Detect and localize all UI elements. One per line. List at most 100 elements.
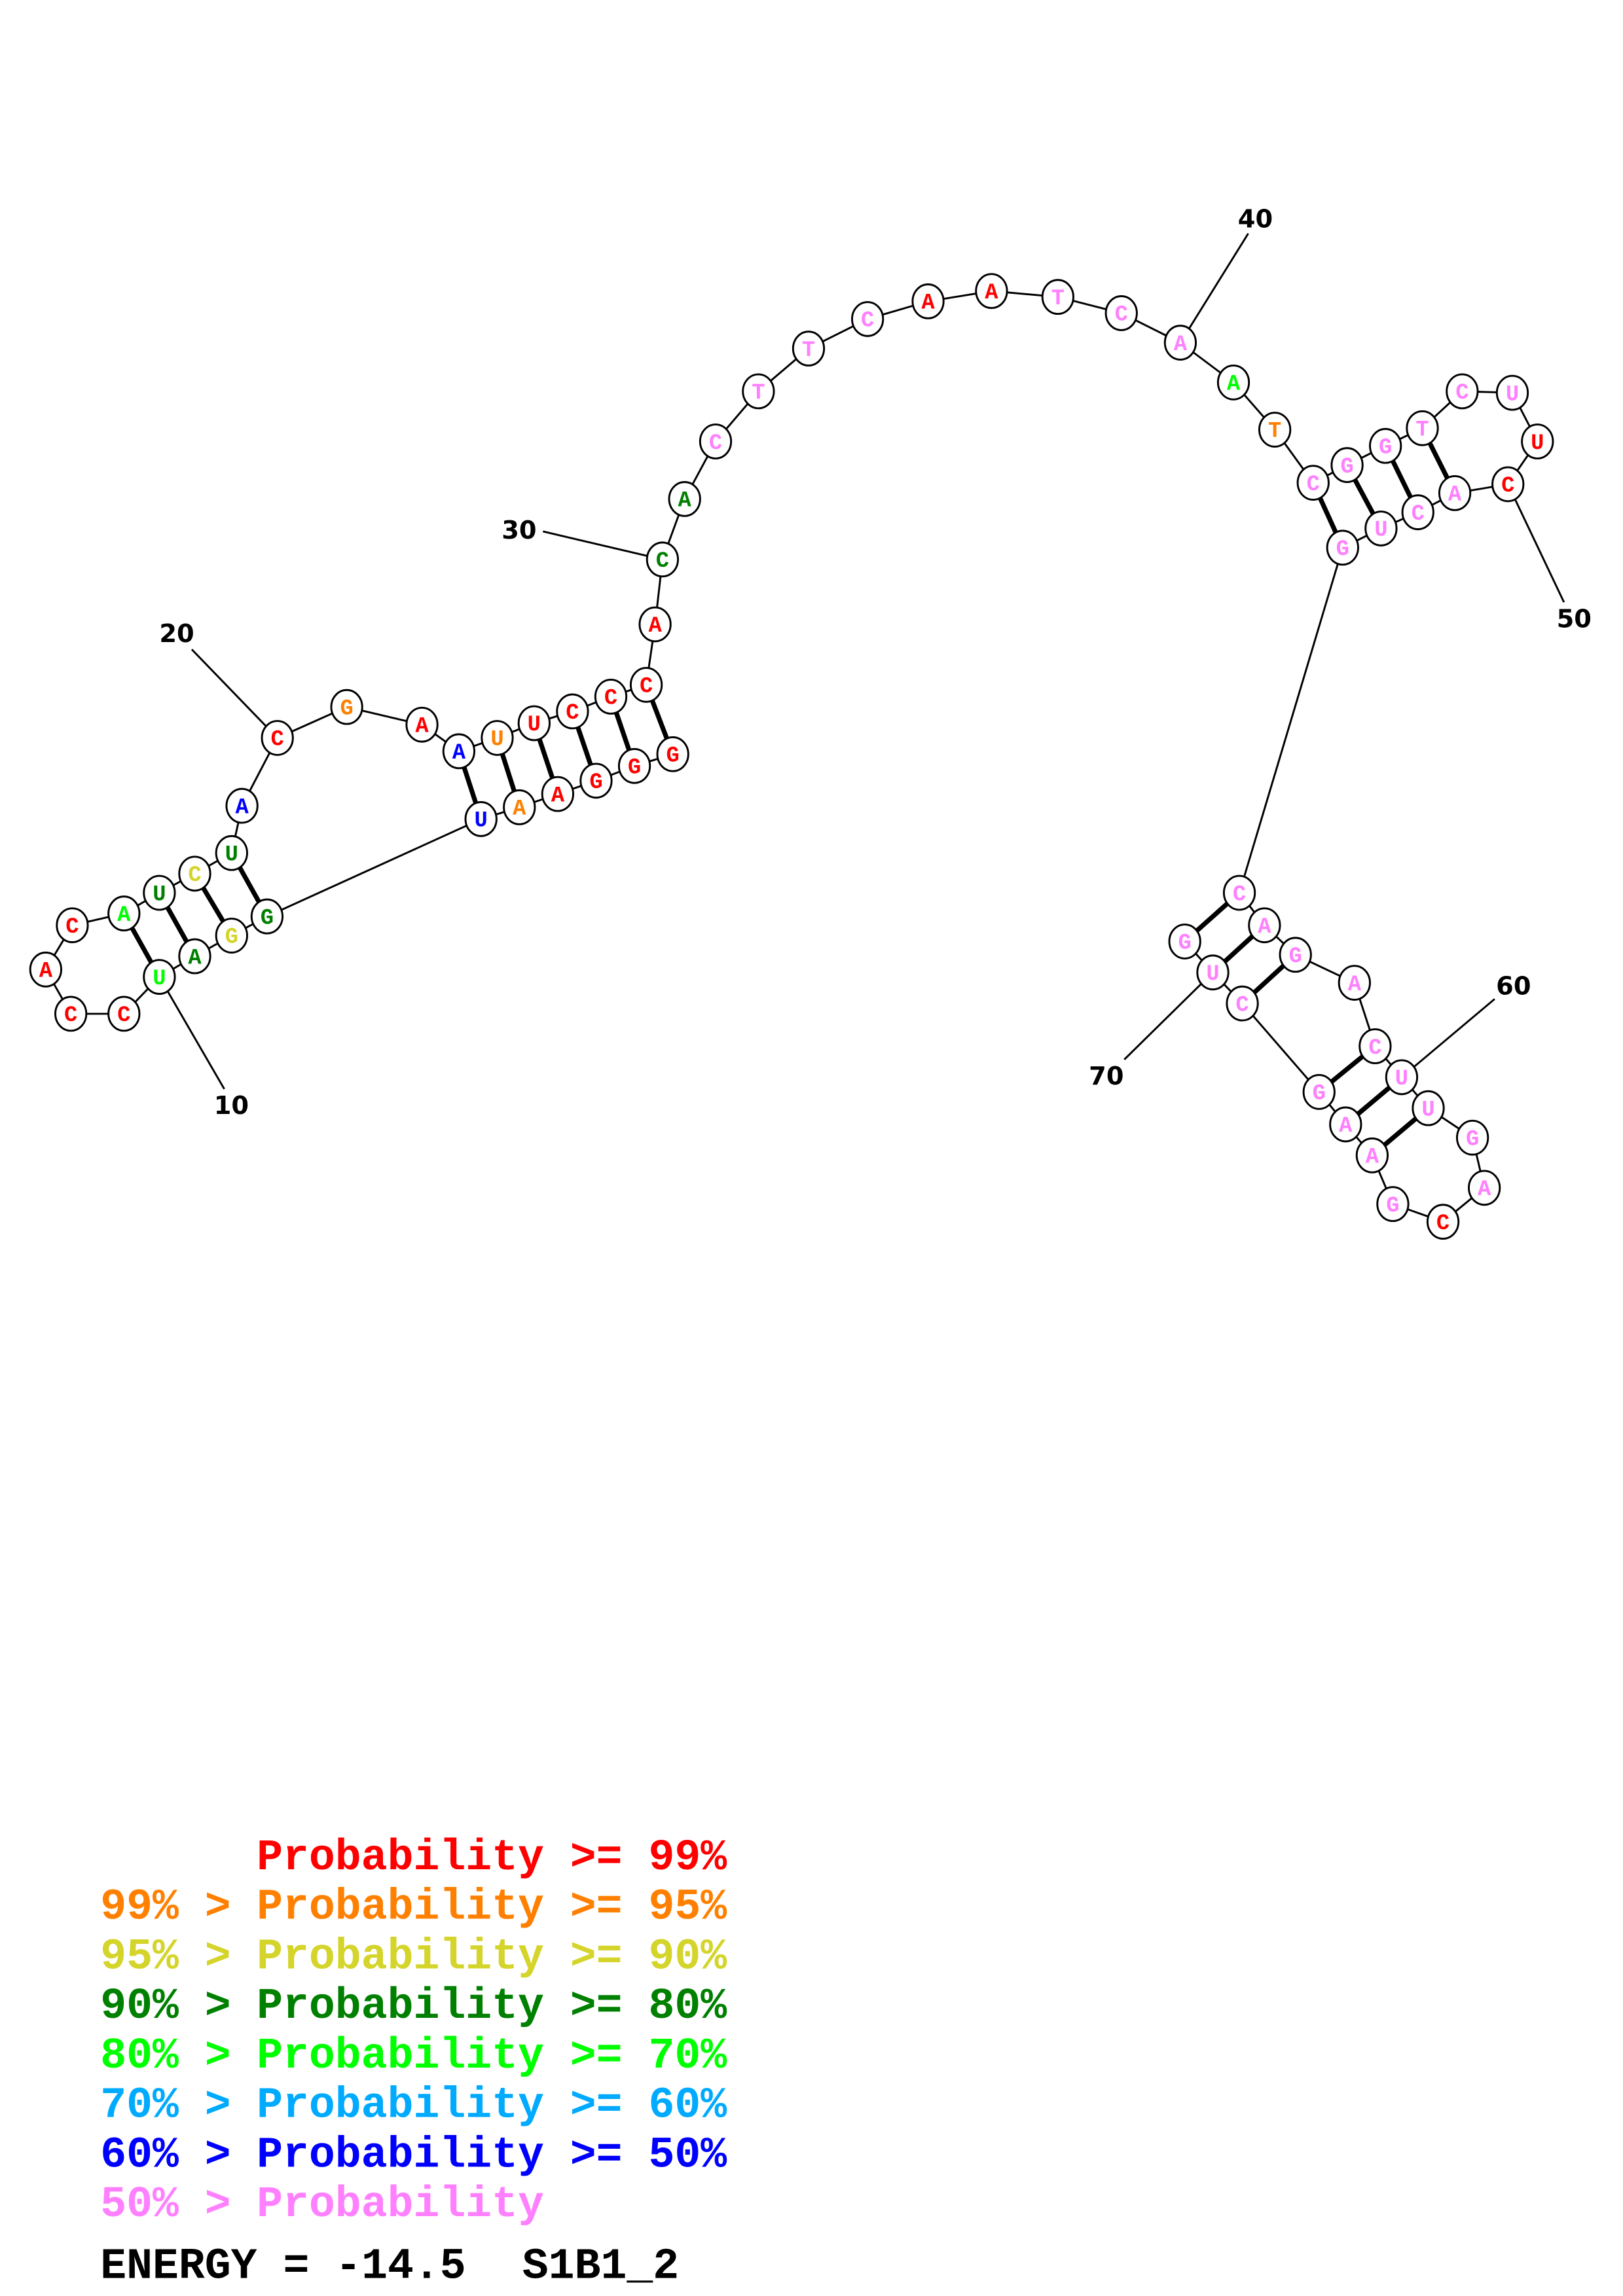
nucleotide-circle [1279, 937, 1312, 973]
nucleotide-circle [579, 762, 613, 799]
nucleotide-base: G [261, 906, 274, 931]
label-tick-line [543, 530, 663, 561]
nucleotide-circle [1258, 412, 1292, 448]
nucleotide-circle [1302, 1073, 1336, 1110]
nucleotide: A [1216, 364, 1250, 401]
nucleotide: A [405, 706, 439, 743]
backbone-link [1238, 547, 1344, 893]
nucleotide-base: U [1206, 962, 1219, 987]
nucleotide-base: U [153, 882, 166, 907]
nucleotide-base: G [589, 770, 602, 795]
nucleotide: G [250, 898, 284, 935]
nucleotide: G [1369, 427, 1402, 464]
label-tick-line [1401, 998, 1495, 1078]
nucleotide: C [1226, 985, 1259, 1022]
nucleotide-circle [1426, 1204, 1460, 1240]
label-tick-line [158, 976, 225, 1090]
nucleotide: C [1222, 874, 1256, 911]
nucleotide-base: C [656, 549, 669, 574]
nucleotide: C [629, 666, 663, 703]
nucleotide: C [1401, 494, 1434, 531]
nucleotide: G [1456, 1119, 1489, 1156]
nucleotide: G [1302, 1073, 1336, 1110]
nucleotide-circle [250, 898, 284, 935]
nucleotide-circle [1355, 1137, 1389, 1174]
nucleotide-circle [261, 720, 294, 756]
nucleotide-base: G [1340, 455, 1353, 480]
nucleotide-circle [1041, 279, 1074, 315]
nucleotide-base: A [985, 281, 998, 306]
nucleotide-base: G [1466, 1127, 1479, 1152]
legend-entry: Probability [257, 2180, 544, 2229]
nucleotide: C [1426, 1204, 1460, 1240]
nucleotide-circle [1329, 1106, 1362, 1143]
nucleotide-base: A [678, 489, 692, 514]
nucleotide: G [1330, 447, 1364, 483]
nucleotide: A [911, 283, 945, 319]
nucleotide: A [1338, 965, 1371, 1001]
nucleotide: T [1406, 410, 1439, 446]
nucleotide-base: C [1307, 473, 1320, 497]
nucleotide: A [178, 938, 211, 975]
nucleotide: C [646, 541, 680, 578]
legend-entry: Probability >= 90% [257, 1932, 727, 1981]
nucleotide-base: U [1531, 431, 1544, 456]
backbone-link [1241, 1003, 1320, 1093]
number-label-ticks [158, 232, 1565, 1090]
nucleotide: T [1041, 279, 1074, 315]
nucleotide: G [1279, 937, 1312, 973]
nucleotide-circle [668, 481, 701, 517]
nucleotide: U [481, 720, 514, 756]
nucleotide-circle [481, 720, 514, 756]
nucleotide-base: U [1374, 518, 1387, 543]
nucleotide: U [1385, 1059, 1419, 1096]
position-label: 20 [159, 619, 194, 649]
nucleotide: T [792, 331, 826, 367]
nucleotide: A [1438, 475, 1472, 511]
nucleotide-base: C [1455, 381, 1468, 406]
nucleotide-base: C [861, 309, 874, 334]
nucleotide-circle [1338, 965, 1371, 1001]
nucleotide-base: C [1115, 303, 1128, 328]
nucleotide-base: G [666, 744, 680, 769]
nucleotide-circle [215, 834, 248, 871]
nucleotide: U [1412, 1090, 1445, 1126]
nucleotide: U [517, 705, 551, 742]
nucleotide-base: A [1227, 372, 1241, 397]
nucleotide-base: C [1412, 502, 1425, 527]
legend-prefix: 99% > [100, 1883, 230, 1932]
nucleotide-circle [629, 666, 663, 703]
nucleotide: C [1296, 465, 1330, 501]
nucleotide-base: T [1051, 287, 1065, 312]
nucleotide: U [215, 834, 248, 871]
nucleotide: G [617, 747, 651, 784]
nucleotide-circle [1163, 325, 1197, 361]
nucleotide-circle [742, 373, 775, 410]
nucleotide-circle [503, 789, 536, 825]
nucleotide: C [54, 996, 88, 1032]
label-tick-line [1123, 971, 1214, 1060]
nucleotide-circle [1364, 511, 1398, 547]
nucleotide-base: U [490, 728, 503, 753]
nucleotide-base: C [271, 728, 284, 753]
nucleotide-circle [1248, 907, 1281, 944]
nucleotide-base: U [1421, 1098, 1434, 1122]
nucleotide-base: A [648, 614, 662, 639]
legend-prefix: 70% > [100, 2081, 230, 2130]
legend-entry: Probability >= 50% [257, 2130, 727, 2179]
nucleotide-circle [792, 331, 826, 367]
nucleotide-base: A [39, 960, 53, 984]
nucleotide: U [143, 874, 176, 911]
nucleotide-base: T [802, 338, 815, 363]
nucleotide-circle [1296, 465, 1330, 501]
nucleotide-circle [1495, 374, 1529, 411]
nucleotide-circle [1401, 494, 1434, 531]
nucleotide-base: C [709, 431, 722, 456]
position-label: 70 [1089, 1062, 1123, 1091]
nucleotide-circle [442, 733, 476, 770]
label-tick-line [1179, 232, 1249, 344]
nucleotide: C [261, 720, 294, 756]
nucleotide-base: U [1395, 1067, 1408, 1092]
nucleotide: A [638, 606, 672, 643]
legend-entry: Probability >= 95% [257, 1883, 727, 1932]
